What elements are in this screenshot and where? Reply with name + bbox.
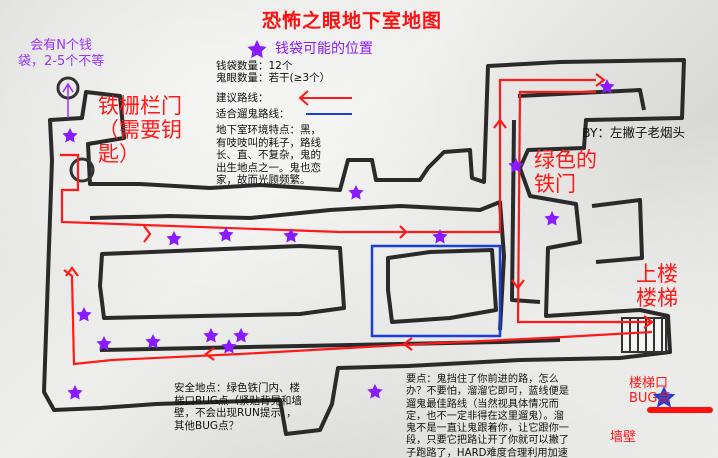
right-room-wall <box>510 88 646 304</box>
route-arrow-2 <box>399 225 408 239</box>
green-gate-label: 绿色的 铁门 <box>534 148 597 196</box>
money-star-12 <box>145 334 161 349</box>
sewer-circle-icon <box>69 157 95 183</box>
route-path <box>60 78 653 366</box>
stair-bug-label: 楼梯口 BUG点 <box>629 376 671 406</box>
legend-star-icon <box>247 40 267 58</box>
route-arrow-4 <box>511 279 525 290</box>
route-arrow-1 <box>143 225 152 243</box>
money-star-16 <box>67 385 83 400</box>
money-star-10 <box>76 307 92 322</box>
route-arrow-9 <box>643 315 654 329</box>
stair-bug-star-icon <box>652 386 676 408</box>
money-star-15 <box>233 328 249 343</box>
center-room-wall <box>386 248 498 324</box>
room-walls <box>42 58 686 436</box>
route-arrow-5 <box>402 337 413 351</box>
lower-corridor-wall <box>99 338 561 352</box>
route-arrow-6 <box>204 347 215 361</box>
author-credit: BY：左撇子老烟头 <box>582 125 686 140</box>
left-room-wall <box>98 244 346 320</box>
wallet-count: 钱袋数量：12个 <box>216 60 293 72</box>
money-star-1 <box>62 128 78 143</box>
iron-gate-label: 铁栅栏门 （需要钥 匙） <box>98 94 182 166</box>
money-note-pointer <box>62 82 74 118</box>
money-star-4 <box>348 185 364 200</box>
upper-corridor-wall <box>89 200 506 331</box>
stairs-label: 上楼 楼梯 <box>636 262 678 310</box>
small-niche-wall <box>591 198 644 264</box>
route-arrow-3 <box>493 118 507 129</box>
legend-route-sample <box>298 90 352 106</box>
money-star-7 <box>166 231 182 246</box>
money-star-5 <box>544 211 560 226</box>
suggested-route-label: 建议路线： <box>216 92 269 104</box>
environment-features: 地下室环境特点：黑， 有吱吱叫的耗子，路线 长、直、不复杂，鬼的 出生地点之一。… <box>216 124 321 186</box>
basement-outer-wall <box>42 58 686 436</box>
stairs-icon <box>621 317 667 353</box>
legend-star-label: 钱袋可能的位置 <box>275 41 373 57</box>
suggested-route <box>60 73 654 366</box>
route-arrow-7 <box>65 266 79 277</box>
wall-label: 墙壁 <box>610 430 637 445</box>
money-star-13 <box>203 328 219 343</box>
ghost-route-box <box>370 244 502 338</box>
ghost-count: 鬼眼数量：若干(≥3个） <box>216 72 331 84</box>
route-arrow-8 <box>595 73 606 87</box>
key-point-note: 要点：鬼挡住了你前进的路，怎么 办？不要怕，溜溜它即可，蓝线便是 遛鬼最佳路线（… <box>406 374 569 458</box>
money-star-14 <box>221 339 237 354</box>
map-title: 恐怖之眼地下室地图 <box>262 10 443 32</box>
safe-spots-note: 安全地点：绿色铁门内、楼 梯口BUG点（紧贴背晃和墙 壁，不会出现RUN提示），… <box>174 382 303 432</box>
money-star-17 <box>367 384 383 399</box>
ghost-route-label: 适合遛鬼路线： <box>216 108 290 120</box>
money-note: 会有N个钱 袋，2-5个不等 <box>18 38 105 69</box>
